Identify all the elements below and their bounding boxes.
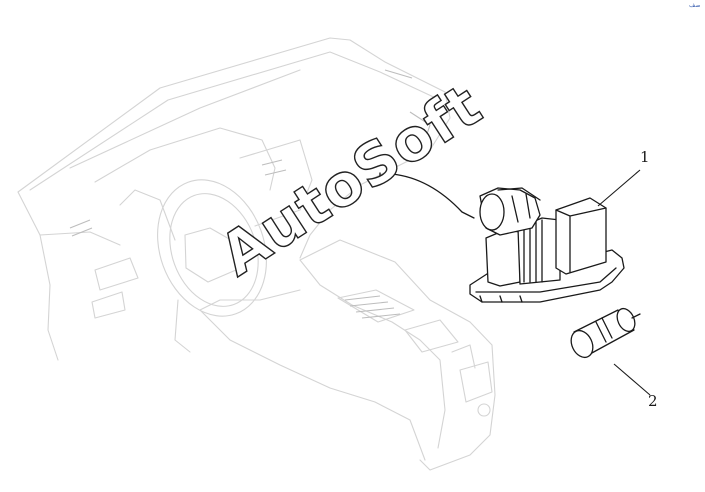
callout-label-1: 1 bbox=[640, 148, 650, 166]
leader-line-2 bbox=[613, 363, 651, 396]
callout-label-2: 2 bbox=[648, 392, 658, 410]
corner-logo: صف bbox=[689, 2, 701, 9]
center-console-ghost bbox=[199, 239, 496, 471]
wire-harness bbox=[379, 173, 475, 219]
bulb bbox=[570, 307, 641, 359]
dashboard-ghost-outline bbox=[17, 37, 451, 361]
leader-line-1 bbox=[597, 169, 641, 207]
lamp-assembly bbox=[469, 187, 625, 303]
steering-wheel-ghost bbox=[119, 179, 267, 353]
